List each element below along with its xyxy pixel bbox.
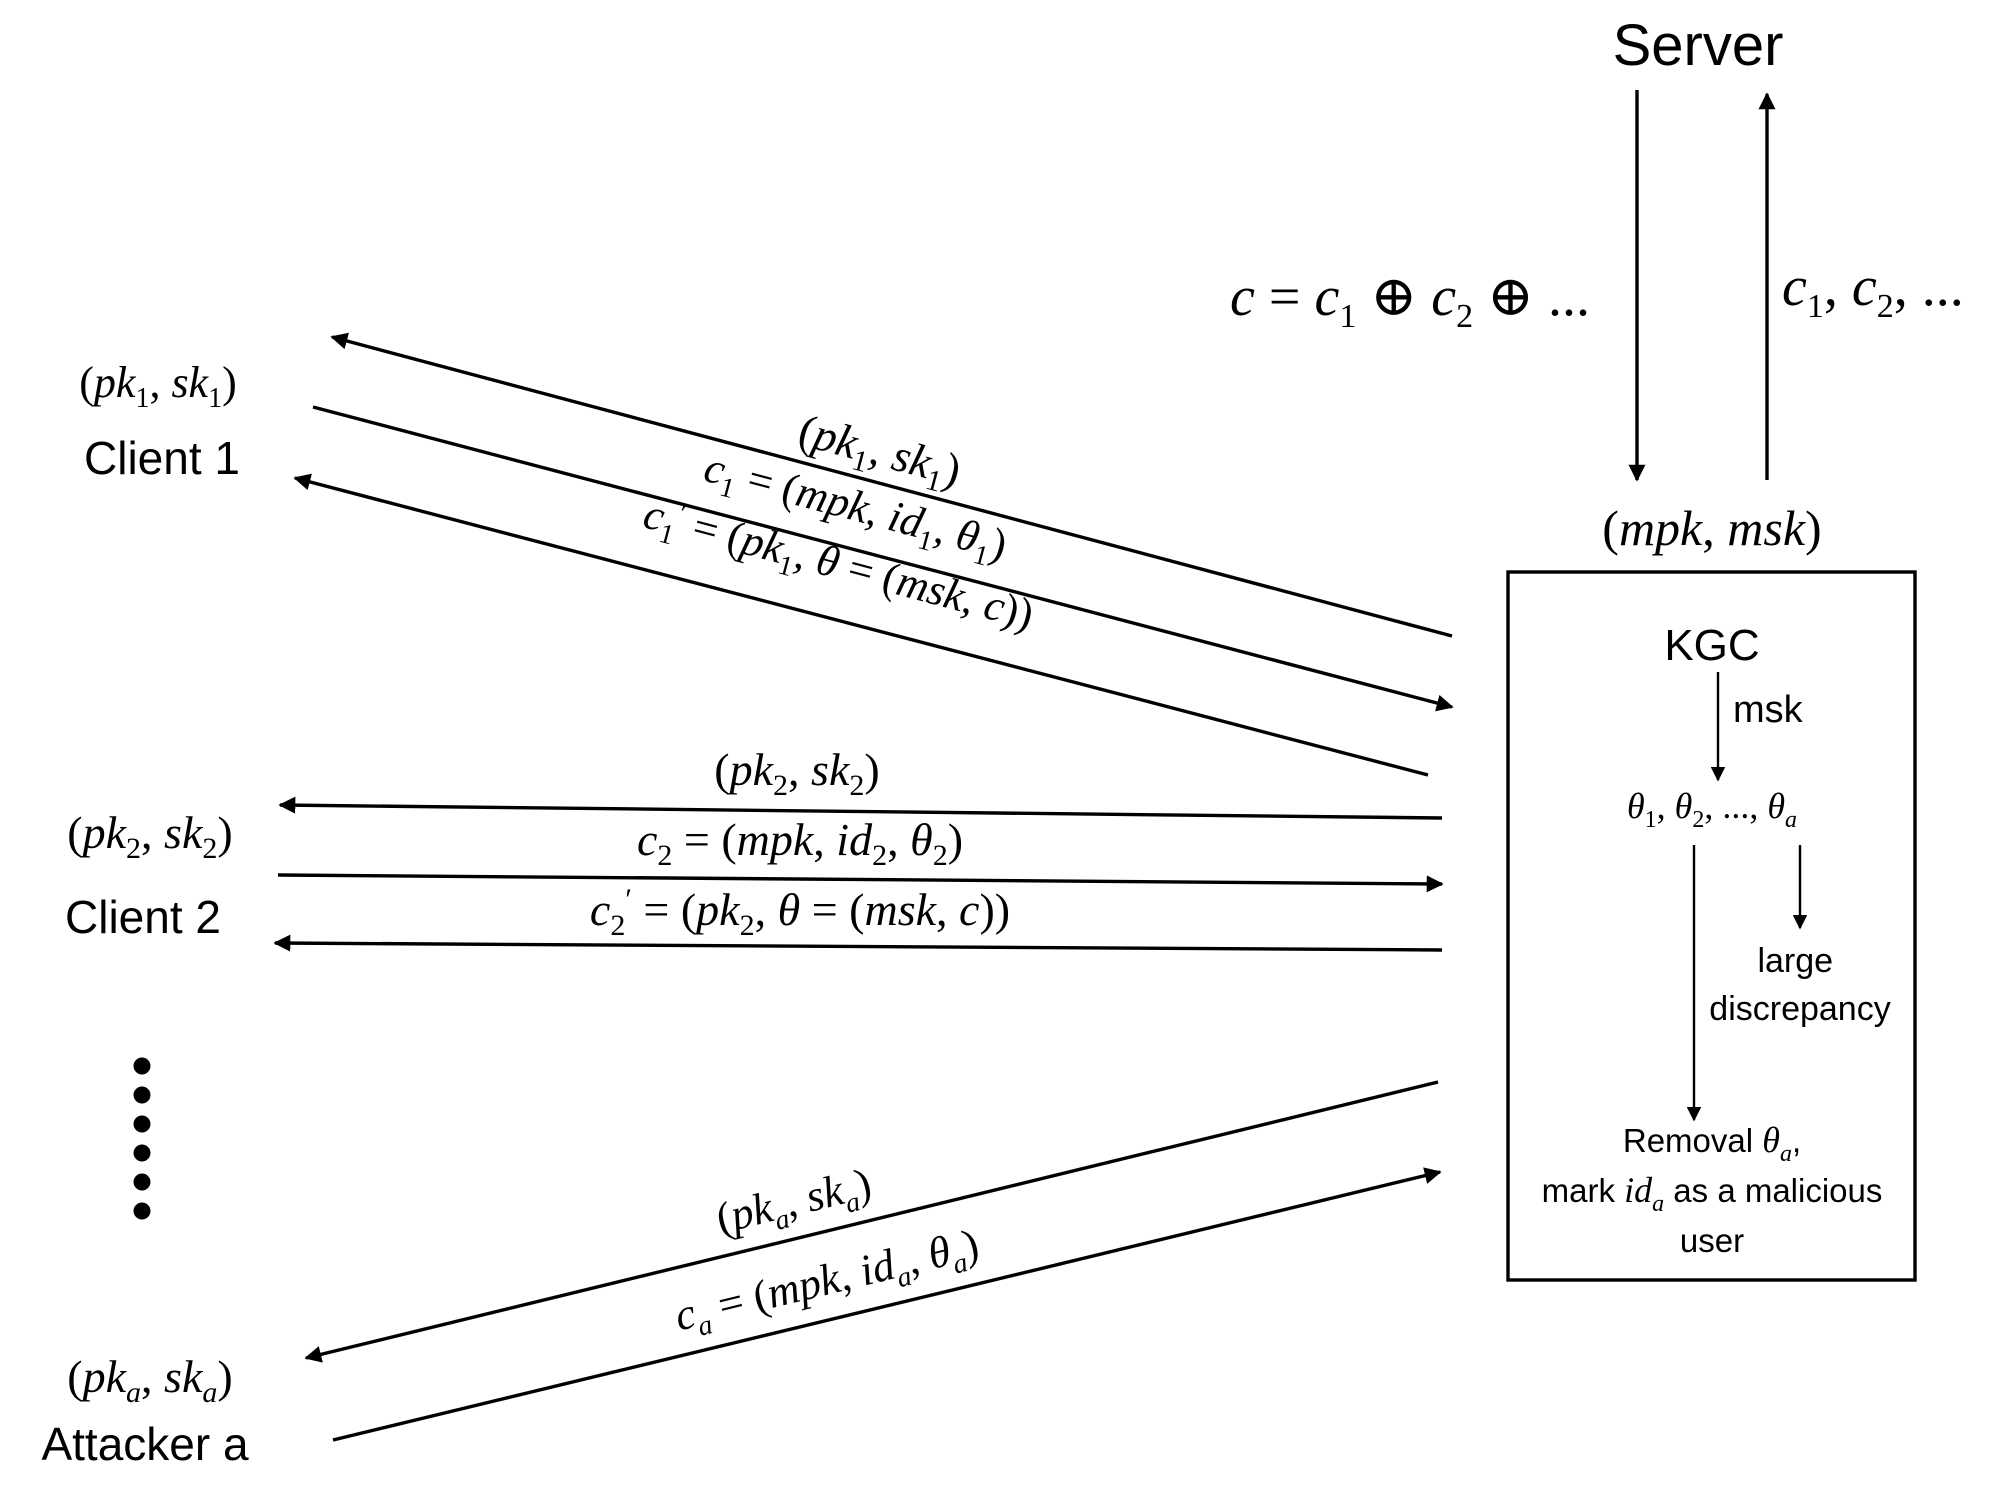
uploaded-ciphertexts-label: c1, c2, ...	[1782, 256, 1964, 325]
discrepancy-label: large discrepancy	[1709, 942, 1890, 1028]
attacker-upload-message: ca = (mpk, ida, θa)	[670, 1219, 985, 1347]
attacker-label: Attacker a	[41, 1418, 249, 1470]
upload-ellipsis: , ...	[1894, 256, 1964, 318]
client-2-upload-arrow	[277, 873, 1444, 893]
server-label: Server	[1613, 13, 1784, 78]
client-1-keys-message: (pk1, sk1)	[792, 404, 967, 503]
client-1-upload-arrow	[312, 405, 1454, 712]
aggregate-c1: c	[1314, 266, 1339, 328]
discrepancy-line-1: large	[1757, 942, 1833, 980]
aggregate-eq: =	[1255, 266, 1315, 328]
upload-c2-sub: 2	[1877, 288, 1894, 325]
client-1-keys-arrow	[330, 332, 1453, 638]
aggregate-c2-sub: 2	[1456, 298, 1473, 335]
removal-line-2: mark ida as a malicious	[1542, 1170, 1883, 1217]
upload-c2: c	[1852, 256, 1877, 318]
kgc-theta-list: θ1, θ2, ..., θa	[1627, 786, 1797, 833]
attacker-keys-arrow	[304, 1080, 1439, 1363]
attacker-keys-message: (pka, ska)	[711, 1158, 877, 1250]
client-2-response-message: c2′ = (pk2, θ = (msk, c))	[590, 883, 1010, 942]
client-1-upload-message: c1 = (mpk, id1, θ1)	[697, 442, 1012, 576]
client-1-response-message: c1′ = (pk1, θ = (msk, c))	[637, 489, 1039, 646]
kgc-title: KGC	[1664, 621, 1759, 670]
aggregate-ciphertext-label: c = c1 ⊕ c2 ⊕ ...	[1230, 266, 1590, 335]
kgc-box	[1506, 570, 1917, 1282]
client-1-keypair: (pk1, sk1)	[79, 358, 237, 414]
upload-c1: c	[1782, 256, 1807, 318]
aggregate-xor2: ⊕ ...	[1473, 266, 1590, 328]
client-2-response-arrow	[273, 934, 1443, 952]
vertical-ellipsis-icon	[133, 1057, 151, 1220]
removal-line-3: user	[1680, 1222, 1744, 1259]
attacker-upload-arrow	[332, 1167, 1442, 1442]
upload-sep: ,	[1824, 256, 1852, 318]
aggregate-xor1: ⊕	[1356, 266, 1431, 328]
attacker-keypair: (pka, ska)	[67, 1351, 232, 1409]
aggregate-c: c	[1230, 266, 1255, 328]
aggregate-c1-sub: 1	[1339, 298, 1356, 335]
client-2-label: Client 2	[65, 891, 221, 943]
kgc-keys-label: (mpk, msk)	[1602, 500, 1821, 556]
discrepancy-line-2: discrepancy	[1709, 990, 1890, 1028]
upload-c1-sub: 1	[1807, 288, 1824, 325]
aggregate-c2: c	[1431, 266, 1456, 328]
client-2-keypair: (pk2, sk2)	[67, 807, 232, 865]
client-2-keys-arrow	[278, 796, 1443, 820]
client-2-keys-message: (pk2, sk2)	[714, 744, 879, 802]
removal-line-1: Removal θa,	[1623, 1120, 1801, 1167]
client-2-upload-message: c2 = (mpk, id2, θ2)	[637, 814, 963, 872]
kgc-msk-label: msk	[1733, 689, 1804, 731]
client-1-response-arrow	[293, 473, 1429, 777]
client-1-label: Client 1	[84, 432, 240, 484]
